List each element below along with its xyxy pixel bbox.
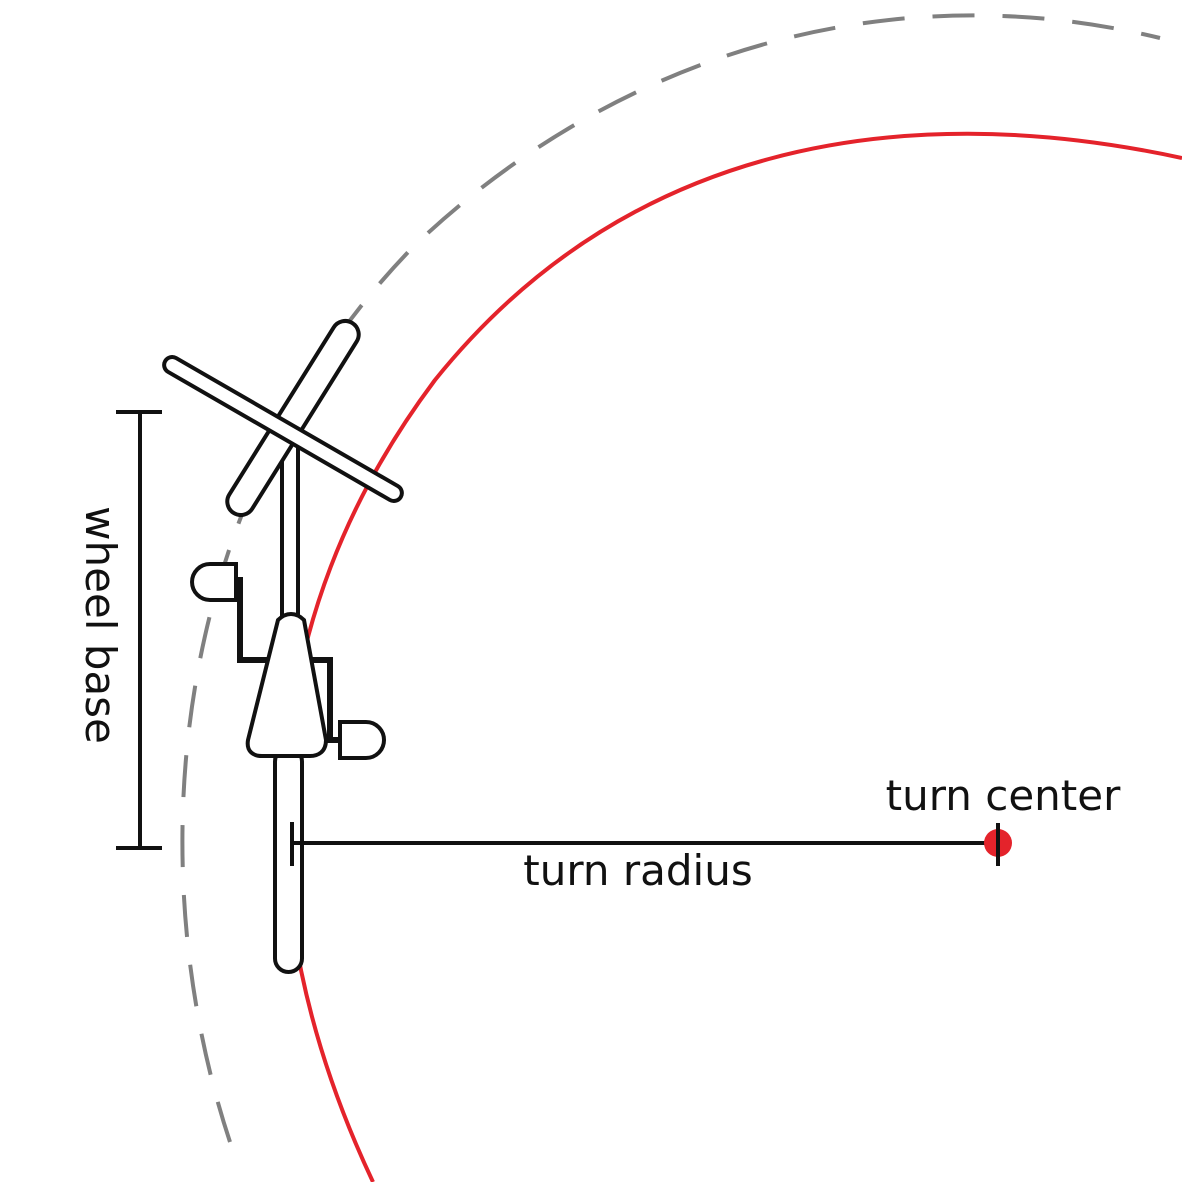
turn-center-label: turn center [886,771,1121,820]
wheel-base-dimension [116,410,162,850]
front-wheel-turn-path [282,131,1182,1182]
left-pedal [190,562,238,602]
rear-wheel [273,746,304,974]
turn-radius-dimension [290,822,998,866]
saddle [245,612,329,758]
right-pedal [338,720,386,760]
turn-radius-label: turn radius [523,846,752,895]
outer-dashed-turn-path [180,13,1161,1143]
frame-tube [280,438,300,627]
wheel-base-label: wheel base [76,506,125,744]
front-wheel [225,318,361,518]
handlebar [162,355,404,503]
